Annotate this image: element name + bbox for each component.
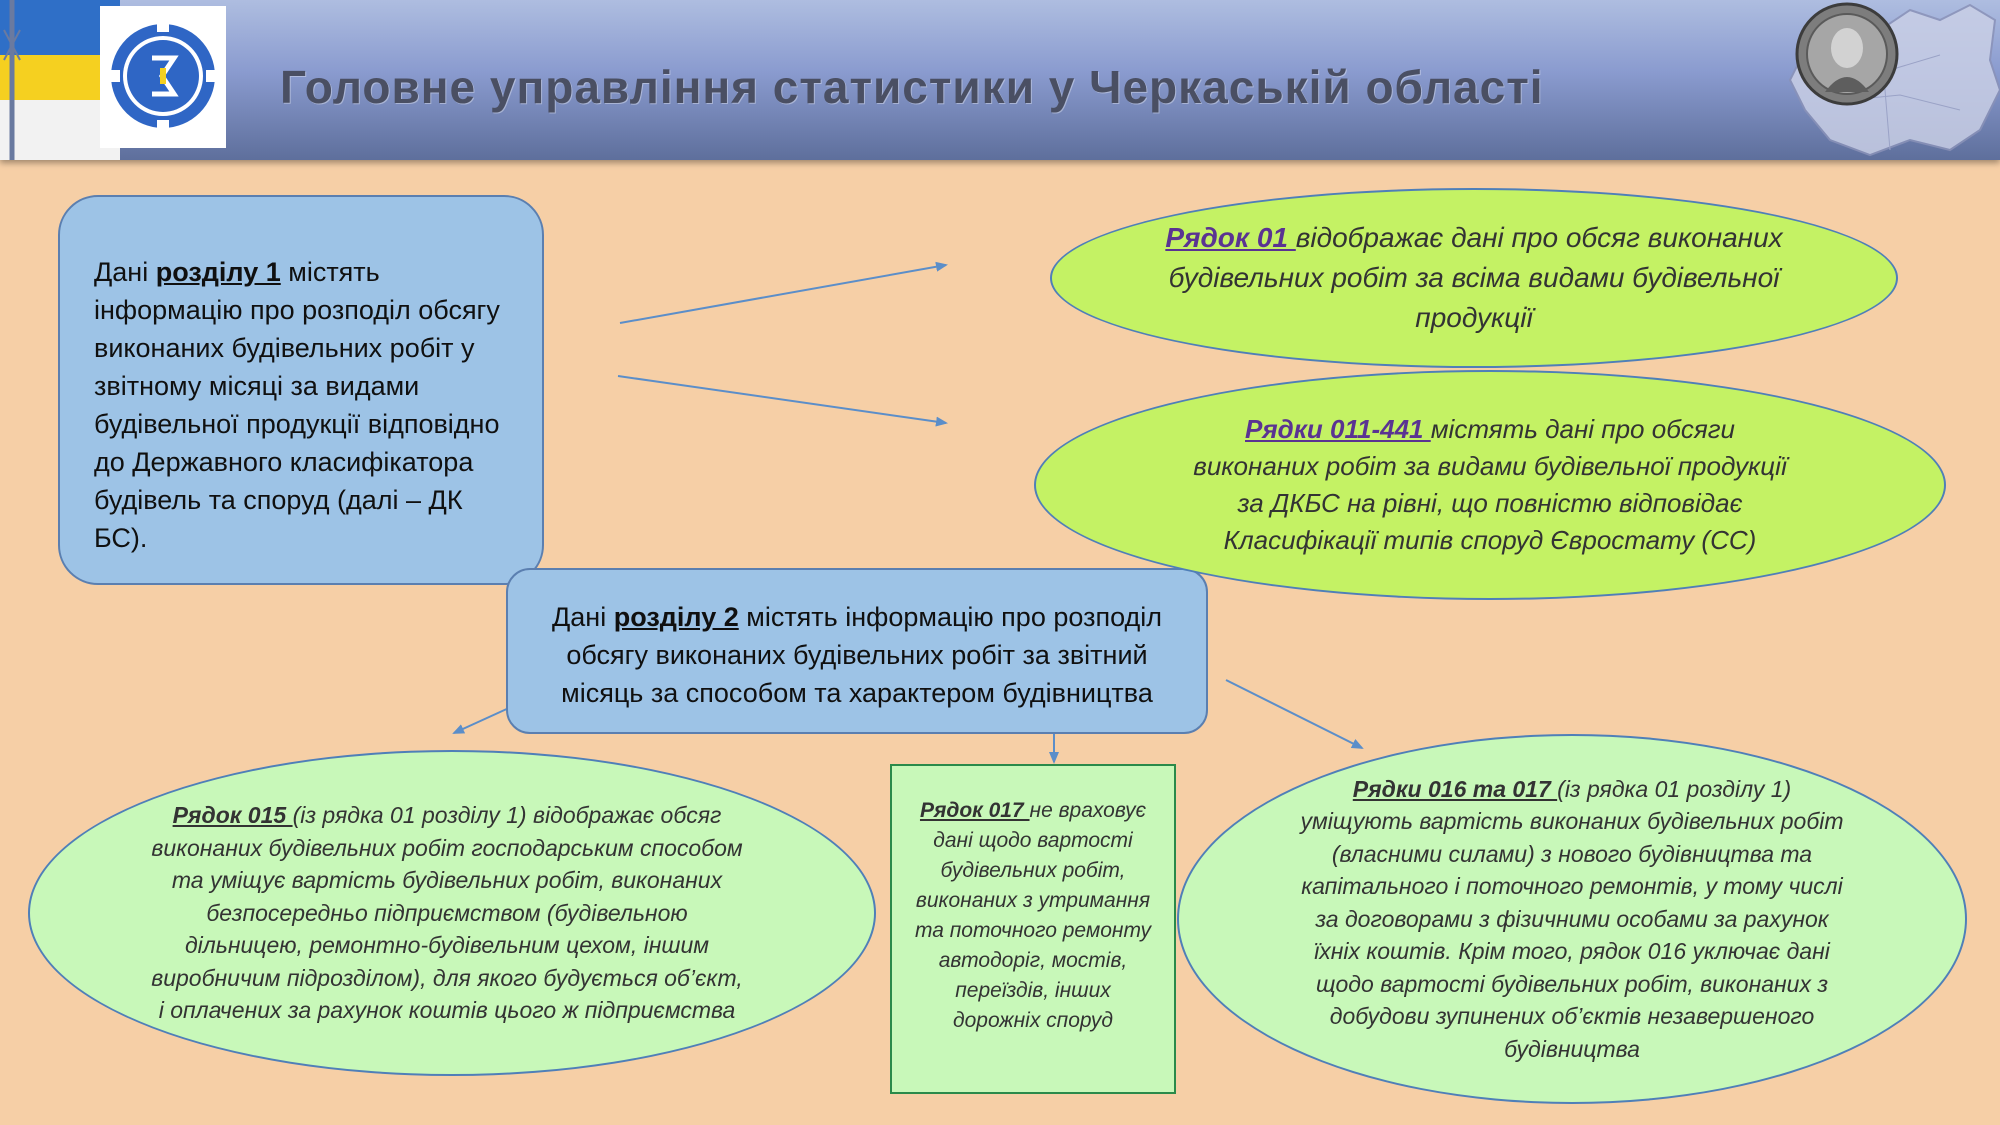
row015-keyword: Рядок 015: [172, 802, 293, 829]
section2-prefix: Дані: [552, 602, 614, 632]
rows011-text: містять дані про обсяги виконаних робіт …: [1193, 414, 1787, 555]
row015-text: (із рядка 01 розділу 1) відображає обсяг…: [151, 802, 743, 1024]
arrow-to-row01: [619, 261, 948, 324]
rows011-keyword: Рядки 011-441: [1245, 414, 1431, 444]
medal-portrait-icon: [1795, 2, 1899, 106]
row017-box: Рядок 017 не враховує дані щодо вартості…: [890, 764, 1176, 1094]
rows016-ellipse: Рядки 016 та 017 (із рядка 01 розділу 1)…: [1177, 734, 1967, 1104]
rows016-keyword: Рядки 016 та 017: [1352, 775, 1558, 802]
row01-keyword: Рядок 01: [1165, 222, 1296, 253]
section1-keyword: розділу 1: [155, 257, 281, 287]
section1-box: Дані розділу 1 містять інформацію про ро…: [58, 195, 544, 585]
row017-text: не враховує дані щодо вартості будівельн…: [914, 799, 1152, 1032]
section1-text: містять інформацію про розподіл обсягу в…: [94, 257, 500, 553]
header-banner: Головне управління статистики у Черкаськ…: [0, 0, 2000, 160]
row015-ellipse: Рядок 015 (із рядка 01 розділу 1) відобр…: [28, 750, 876, 1076]
arrow-to-rows016: [1225, 679, 1364, 749]
rows016-text: (із рядка 01 розділу 1) уміщують вартіст…: [1300, 775, 1844, 1062]
row017-keyword: Рядок 017: [919, 799, 1030, 822]
section1-prefix: Дані: [94, 257, 156, 287]
section2-keyword: розділу 2: [613, 602, 739, 632]
row01-text: відображає дані про обсяг виконаних буді…: [1168, 222, 1783, 333]
row01-ellipse: Рядок 01 відображає дані про обсяг викон…: [1050, 188, 1898, 368]
section2-text: містять інформацію про розподіл обсягу в…: [561, 602, 1162, 708]
arrow-to-rows011: [617, 375, 948, 427]
rows011-ellipse: Рядки 011-441 містять дані про обсяги ви…: [1034, 370, 1946, 600]
page-title: Головне управління статистики у Черкаськ…: [280, 61, 1544, 113]
section2-box: Дані розділу 2 містять інформацію про ро…: [506, 568, 1208, 734]
statistics-emblem-icon: [100, 6, 226, 148]
